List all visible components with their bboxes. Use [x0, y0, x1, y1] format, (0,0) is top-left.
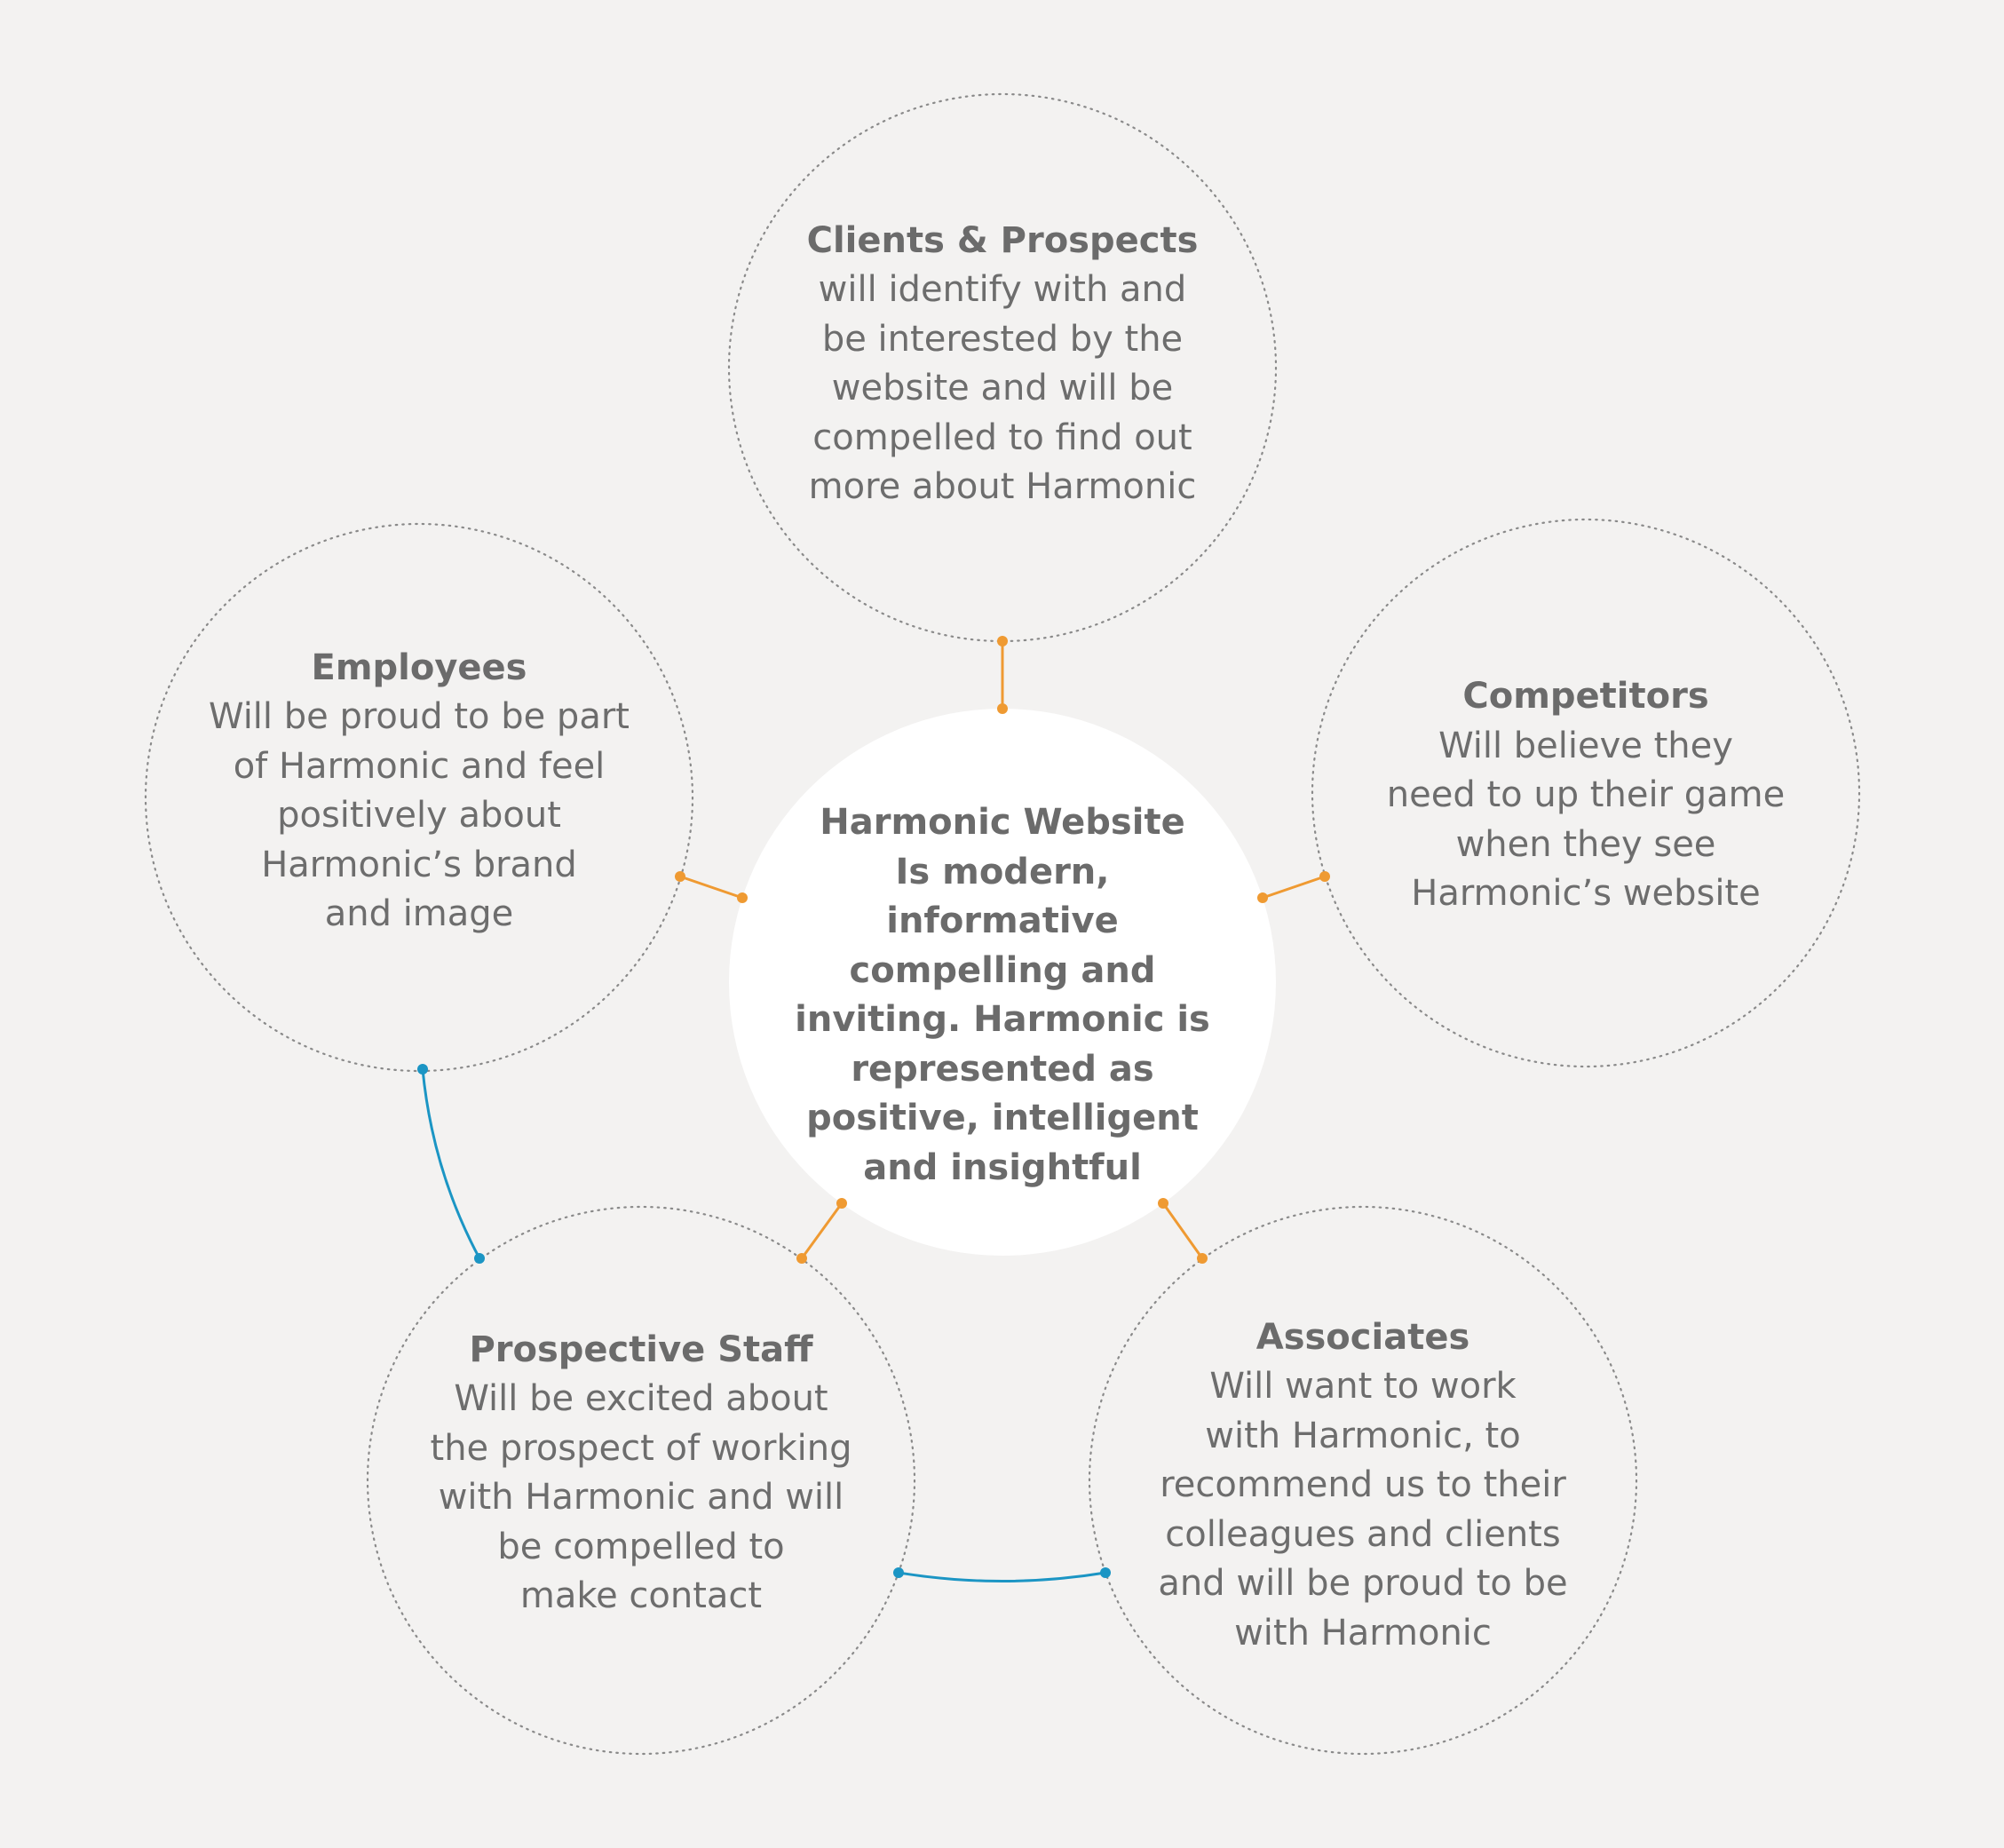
- blue-connectors: [421, 1068, 1106, 1582]
- center-text-line: Is modern,: [895, 851, 1110, 892]
- node-employees: Employees Will be proud to be part of Ha…: [188, 637, 650, 946]
- center-text-line: positive, intelligent: [806, 1098, 1199, 1138]
- center-text-line: and insightful: [863, 1146, 1142, 1188]
- node-associates: Associates Will want to work with Harmon…: [1132, 1307, 1594, 1664]
- center-title: Harmonic Website: [820, 802, 1185, 843]
- node-title: Clients & Prospects: [806, 219, 1199, 261]
- node-harmonic-website: Harmonic Website Is modern, informative …: [772, 793, 1233, 1198]
- node-competitors: Competitors Will believe they need to up…: [1355, 665, 1817, 926]
- node-text-line: compelled to find out: [812, 416, 1192, 458]
- blue-dot-staff-right: [893, 1567, 904, 1578]
- center-text-line: compelling and: [849, 949, 1156, 991]
- connector-prospective-staff-dot-a: [836, 1198, 847, 1209]
- connector-employees-dot-a: [675, 871, 685, 882]
- blue-dot-staff-top: [474, 1253, 485, 1264]
- center-text-line: represented as: [851, 1048, 1154, 1090]
- node-text-line: Will want to work: [1209, 1366, 1517, 1408]
- node-text-line: colleagues and clients: [1165, 1513, 1561, 1555]
- node-text-line: Will be excited about: [454, 1378, 828, 1419]
- node-text-line: with Harmonic and will: [438, 1477, 844, 1518]
- connector-staff-to-associates: [898, 1571, 1106, 1582]
- circle-prospective-staff: [366, 1205, 916, 1756]
- circle-competitors: [1311, 518, 1861, 1068]
- orange-connectors: [675, 636, 1330, 1264]
- node-text-line: be interested by the: [821, 318, 1184, 360]
- node-text-line: with Harmonic, to: [1205, 1415, 1521, 1456]
- node-prospective-staff: Prospective Staff Will be excited about …: [410, 1319, 872, 1628]
- node-text-line: when they see: [1455, 823, 1716, 865]
- node-text-line: and image: [324, 893, 514, 934]
- connector-associates-dot-b: [1197, 1253, 1208, 1264]
- node-clients-prospects: Clients & Prospects will identify with a…: [772, 210, 1233, 519]
- connector-prospective-staff-dot-b: [796, 1253, 807, 1264]
- circle-employees: [144, 522, 694, 1073]
- node-text-line: and will be proud to be: [1158, 1563, 1568, 1605]
- node-text-line: recommend us to their: [1160, 1464, 1566, 1506]
- connector-competitors-dot-b: [1319, 871, 1330, 882]
- node-text-line: need to up their game: [1386, 774, 1786, 816]
- node-text-line: website and will be: [831, 368, 1174, 408]
- blue-dot-associates: [1100, 1567, 1111, 1578]
- node-text-line: be compelled to: [497, 1526, 785, 1567]
- node-text-line: the prospect of working: [430, 1427, 852, 1469]
- node-text-line: will identify with and: [818, 269, 1187, 310]
- connector-prospective-staff: [800, 1202, 844, 1259]
- node-text-line: Will be proud to be part: [209, 696, 630, 737]
- blue-connector-dots: [417, 1064, 1111, 1578]
- node-text-line: Harmonic’s website: [1411, 873, 1761, 915]
- node-text-line: of Harmonic and feel: [233, 745, 606, 787]
- node-text-line: positively about: [277, 795, 561, 836]
- center-text-line: inviting. Harmonic is: [795, 999, 1210, 1040]
- connector-clients-dot-a: [997, 636, 1008, 646]
- connector-employees-to-staff: [421, 1068, 481, 1259]
- connector-employees: [679, 875, 743, 900]
- node-text-line: more about Harmonic: [808, 466, 1197, 507]
- circle-clients-prospects: [727, 92, 1278, 643]
- circle-harmonic-website: [729, 709, 1276, 1256]
- connector-associates-dot-a: [1158, 1198, 1168, 1209]
- blue-dot-employees: [417, 1064, 428, 1075]
- connector-employees-dot-b: [737, 892, 748, 903]
- node-title: Competitors: [1462, 676, 1709, 718]
- connector-associates: [1161, 1202, 1204, 1259]
- node-text-line: make contact: [519, 1575, 763, 1616]
- node-title: Prospective Staff: [469, 1328, 813, 1370]
- node-text-line: Will believe they: [1438, 725, 1733, 766]
- node-title: Associates: [1255, 1316, 1470, 1358]
- connector-clients-dot-b: [997, 703, 1008, 714]
- circle-associates: [1088, 1205, 1638, 1756]
- connector-competitors-dot-a: [1257, 892, 1268, 903]
- node-text-line: Harmonic’s brand: [261, 844, 577, 885]
- center-text-line: informative: [886, 900, 1119, 941]
- node-text-line: with Harmonic: [1234, 1612, 1492, 1654]
- connector-competitors: [1262, 875, 1326, 900]
- node-title: Employees: [311, 646, 527, 688]
